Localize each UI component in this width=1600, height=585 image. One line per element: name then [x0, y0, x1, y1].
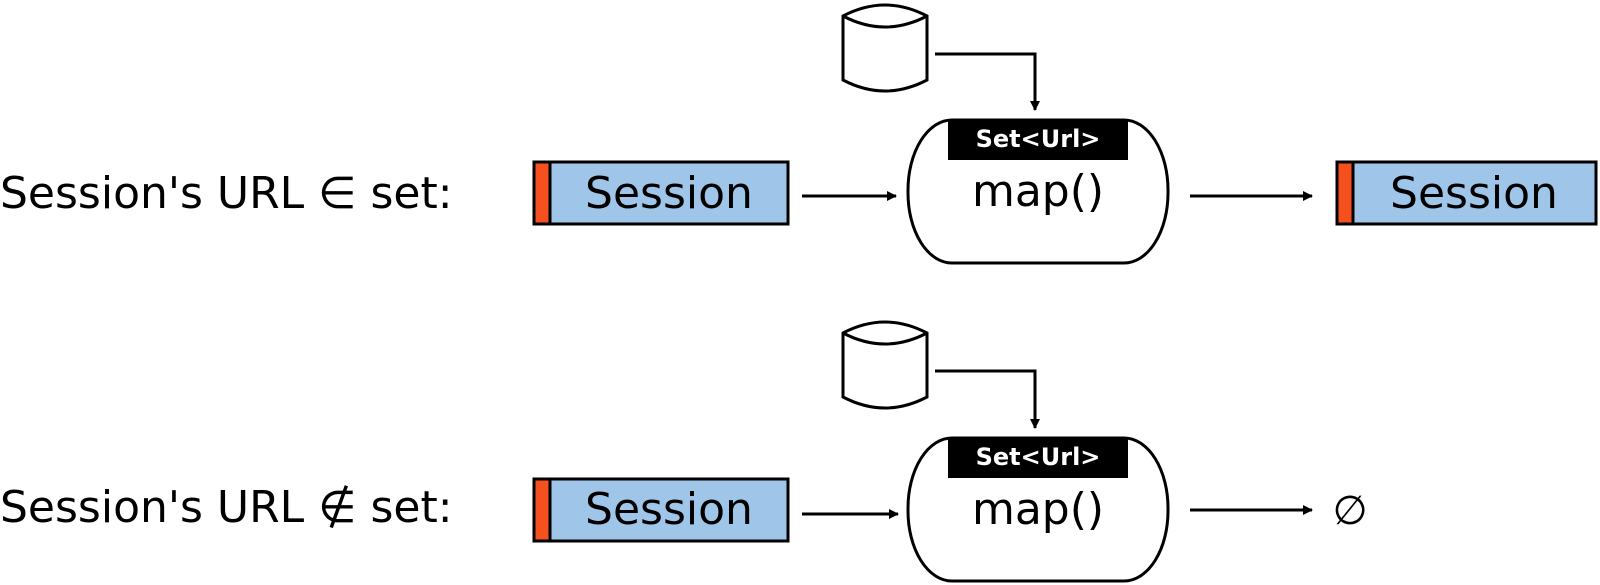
row-in-set: Session's URL ∈ set: Session Set<Url> ma… [0, 3, 1598, 265]
record-tag [532, 160, 552, 226]
record-label: Session [585, 168, 753, 219]
side-input-badge [948, 438, 1128, 478]
transform-node: Set<Url> map() [906, 118, 1170, 265]
record-body [548, 160, 790, 226]
row-label: Session's URL ∈ set: [0, 168, 453, 219]
database-icon [841, 3, 929, 93]
record-label: Session [1390, 168, 1558, 219]
transform-label: map() [972, 484, 1104, 535]
record-tag [1335, 160, 1355, 226]
side-input-arrow [935, 52, 1040, 111]
row-label: Session's URL ∉ set: [0, 482, 453, 533]
database-icon [841, 320, 929, 410]
transform-node: Set<Url> map() [906, 436, 1170, 583]
record-tag [532, 477, 552, 543]
side-input-label: Set<Url> [976, 125, 1101, 153]
side-input-arrow [935, 369, 1040, 429]
side-input-label: Set<Url> [976, 443, 1101, 471]
record-body [1351, 160, 1598, 226]
row-not-in-set: Session's URL ∉ set: Session Set<Url> ma… [0, 320, 1368, 583]
transform-label: map() [972, 166, 1104, 217]
input-record: Session [532, 160, 790, 226]
empty-set-output: ∅ [1333, 488, 1368, 534]
record-label: Session [585, 484, 753, 535]
record-body [548, 477, 790, 543]
output-record: Session [1335, 160, 1598, 226]
input-record: Session [532, 477, 790, 543]
side-input-badge [948, 120, 1128, 160]
